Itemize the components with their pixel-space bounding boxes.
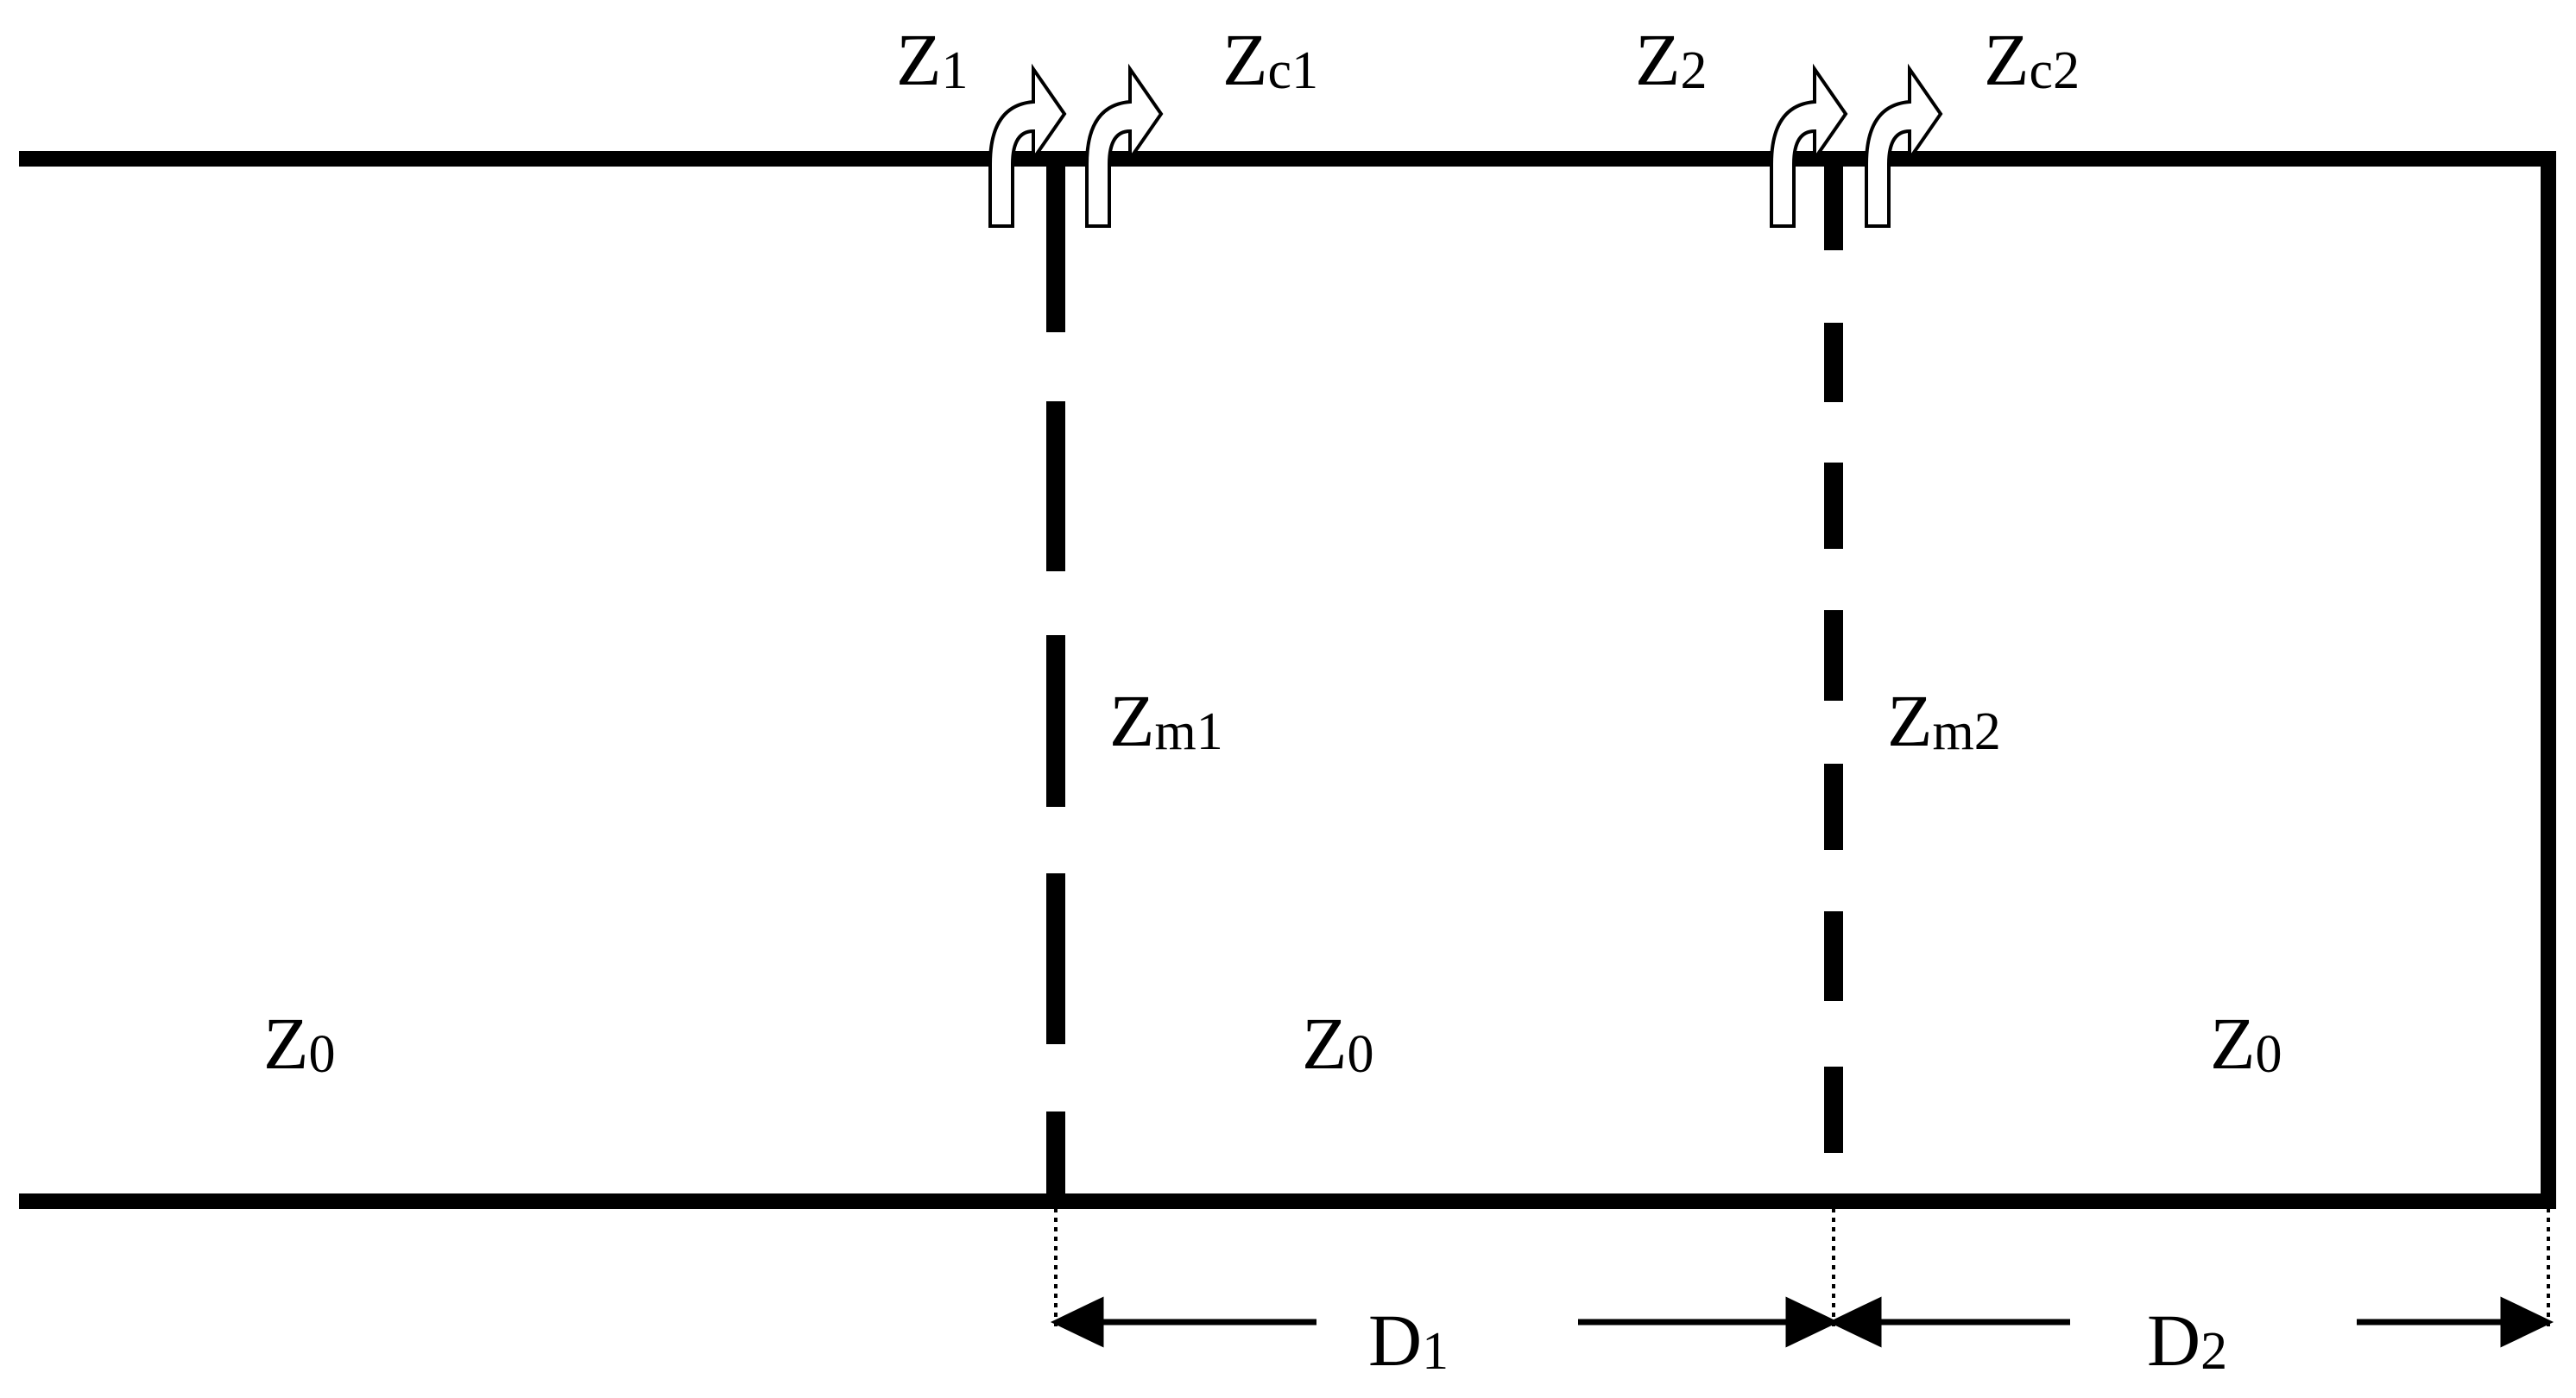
dimension-extension-lines — [1054, 1208, 2550, 1329]
label-zm2: Zm2 — [1887, 679, 2001, 762]
label-zc1: Zc1 — [1222, 18, 1318, 101]
d2-left-arrowhead-icon — [1828, 1296, 1882, 1348]
label-d2: D2 — [2147, 1299, 2227, 1382]
label-zm1: Zm1 — [1109, 679, 1223, 762]
label-zc2: Zc2 — [1984, 18, 2080, 101]
d2-right-arrowhead-icon — [2500, 1296, 2554, 1348]
dimension-arrows — [1050, 1296, 2554, 1348]
label-z2: Z2 — [1635, 18, 1708, 101]
label-z0-middle: Z0 — [1302, 1002, 1374, 1085]
labels: Z1 Zc1 Z2 Zc2 Zm1 Zm2 Z0 Z0 Z0 D1 D2 — [263, 18, 2282, 1382]
d1-right-arrowhead-icon — [1785, 1296, 1840, 1348]
label-d1: D1 — [1368, 1299, 1449, 1382]
label-z1: Z1 — [896, 18, 969, 101]
d1-left-arrowhead-icon — [1050, 1296, 1104, 1348]
waveguide-walls — [19, 151, 2556, 1209]
label-z0-right: Z0 — [2210, 1002, 2282, 1085]
label-z0-left: Z0 — [263, 1002, 336, 1085]
